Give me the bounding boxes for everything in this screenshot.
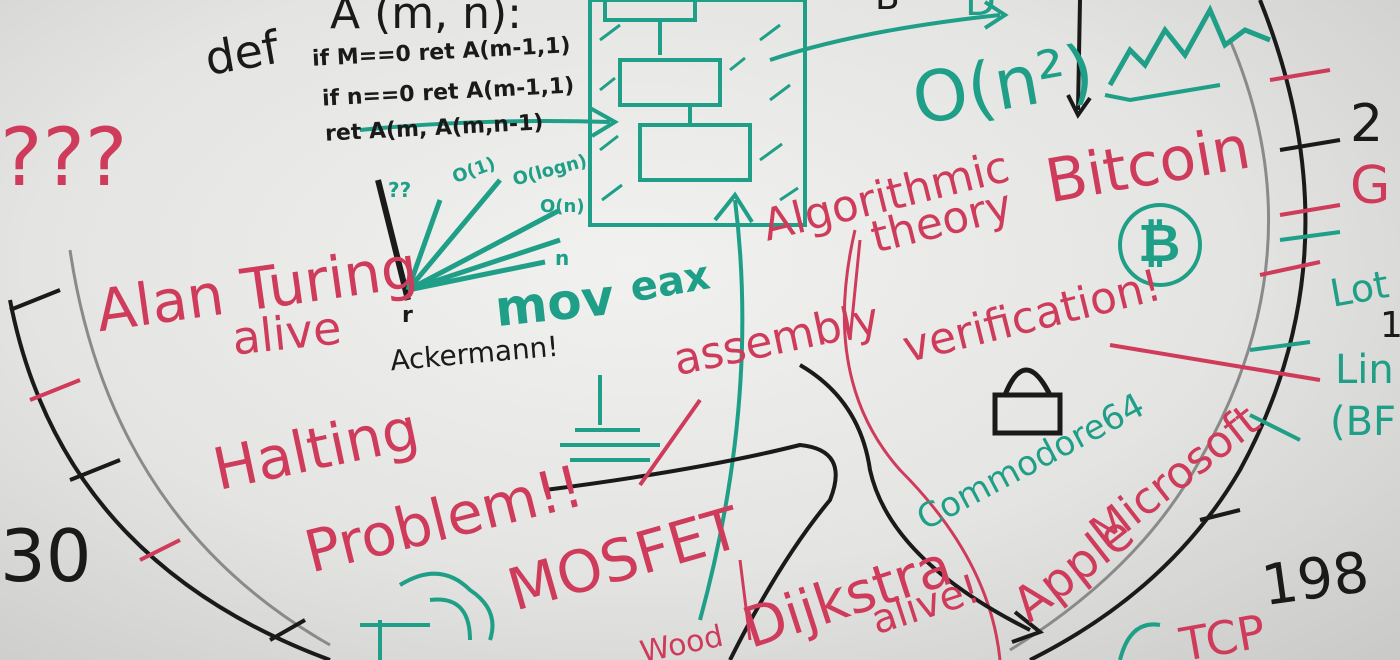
stack-hatching	[599, 23, 799, 202]
red-strike	[738, 559, 752, 641]
timeline-year-right: 198	[1257, 539, 1373, 620]
timeline-tick	[1259, 260, 1321, 277]
timeline-circle-right-outer	[1029, 0, 1308, 660]
timeline-tick	[9, 288, 61, 312]
note-mov: mov	[492, 267, 617, 339]
label-on: O(n)	[540, 196, 585, 217]
black-curve	[798, 363, 1031, 632]
red-curve	[842, 229, 1002, 660]
stack-frame	[618, 58, 722, 107]
timeline-tick	[69, 458, 121, 482]
timeline-tick	[1279, 138, 1341, 152]
fan-line	[407, 259, 546, 293]
fan-line	[406, 207, 562, 293]
stack-box	[588, 0, 807, 227]
timeline-circle-right-inner	[1009, 39, 1270, 652]
timeline-tick	[1249, 340, 1311, 352]
timeline-tick	[1279, 230, 1341, 242]
label-r: r	[402, 303, 413, 328]
fan-line	[405, 199, 443, 291]
axis-bar	[375, 179, 411, 301]
timeline-tick	[1199, 508, 1241, 522]
timeline-tick	[29, 378, 81, 402]
arrow-to-bitcoin	[1076, 0, 1082, 111]
label-n: n	[555, 246, 570, 270]
note-top-b: B	[875, 0, 900, 16]
arrow-head	[713, 191, 754, 224]
code-function-header: A (m, n):	[330, 0, 522, 39]
note-alan-turing-alive: alive	[229, 300, 344, 366]
note-bf: (BF	[1330, 399, 1397, 445]
timeline-tick	[1279, 203, 1341, 217]
red-strike	[638, 398, 702, 487]
stack-frame	[603, 0, 697, 22]
timeline-circle-outer	[8, 299, 331, 660]
question-marks: ???	[0, 111, 128, 204]
bitcoin-coin	[1118, 203, 1202, 287]
mosfet-symbol	[560, 375, 660, 462]
note-tcp: TCP	[1175, 604, 1270, 660]
note-top-d: D	[965, 0, 996, 25]
fan-line	[406, 178, 502, 292]
black-loop	[544, 442, 838, 660]
timeline-tick	[269, 618, 306, 642]
bitcoin-price-baseline	[1104, 83, 1221, 103]
red-curve-left	[848, 239, 862, 341]
arrow-head	[589, 106, 619, 138]
fan-line	[407, 237, 561, 293]
timeline-digit-2: 2	[1350, 94, 1384, 154]
note-lin: Lin	[1335, 347, 1394, 393]
arrow-code-to-stack	[359, 119, 611, 132]
note-lot: Lot	[1326, 262, 1393, 316]
stack-frame	[638, 123, 752, 182]
arrow-stack-to-right	[769, 13, 1001, 62]
timeline-year-left: 30	[0, 514, 92, 598]
code-def-keyword: def	[200, 20, 283, 86]
bitcoin-symbol-icon: ₿	[1138, 214, 1181, 274]
red-divider-line	[1109, 343, 1321, 382]
note-g: G	[1350, 156, 1391, 216]
bitcoin-price-squiggle	[1107, 4, 1271, 87]
teal-arc	[1118, 622, 1161, 660]
timeline-digit-1: 1	[1380, 305, 1400, 346]
timeline-tick	[1269, 68, 1331, 82]
timeline-circle-inner	[68, 249, 331, 647]
lock-icon	[992, 392, 1063, 436]
lock-shackle	[1002, 367, 1053, 397]
arrow-head	[1066, 94, 1092, 119]
timeline-tick	[139, 538, 181, 562]
teal-rising-curve	[698, 199, 745, 621]
arrow-head	[1011, 610, 1045, 644]
label-unknown-complexity: ??	[388, 178, 412, 202]
arrow-head	[983, 0, 1009, 30]
timeline-tick	[1249, 413, 1301, 442]
logic-gate-icon	[360, 571, 495, 660]
